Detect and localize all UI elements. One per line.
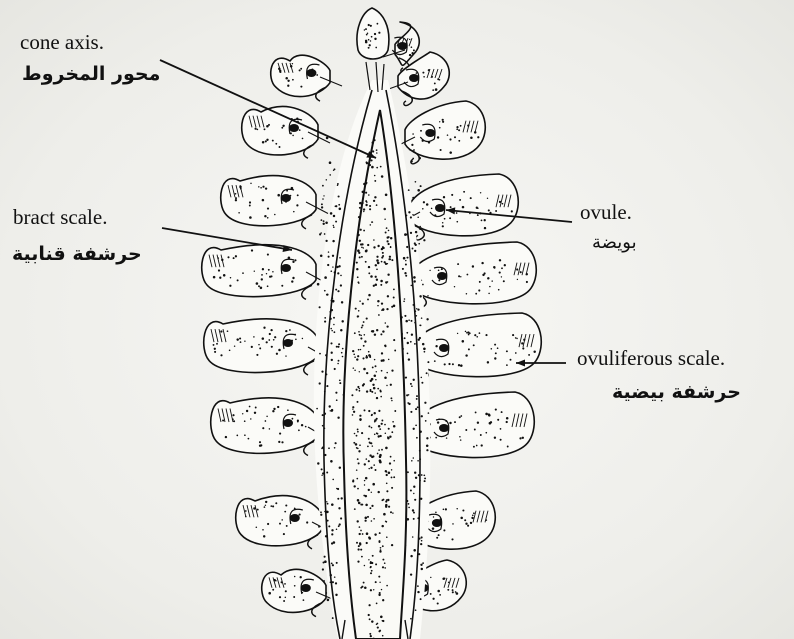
ovuliferous-scale-outline xyxy=(236,496,322,546)
right-scale-3 xyxy=(393,101,485,164)
ovule-label-arabic: بويضة xyxy=(592,232,637,253)
bract-scale-label-arabic: حرشفة قنابية xyxy=(12,243,142,265)
ovuliferous-scale-outline xyxy=(414,313,541,377)
ovuliferous-scale-outline xyxy=(204,319,318,373)
ovuliferous-scale-outline xyxy=(405,101,485,159)
cone-tip xyxy=(357,8,389,92)
apical-scale xyxy=(357,8,389,59)
right-scale-2 xyxy=(386,52,449,106)
right-scale-4 xyxy=(398,174,518,240)
ovule-mark xyxy=(281,264,291,272)
bract-scale-label: bract scale. xyxy=(13,205,107,230)
ovule-mark xyxy=(435,204,445,212)
left-scale-4 xyxy=(202,245,328,300)
ovule-mark xyxy=(432,519,442,527)
ovuliferous-scale-label: ovuliferous scale. xyxy=(577,346,725,371)
left-scale-3 xyxy=(221,176,328,229)
ovule-label: ovule. xyxy=(580,200,632,225)
ovule-mark xyxy=(306,69,316,77)
ovuliferous-scale-outline xyxy=(271,55,330,96)
left-scale-6 xyxy=(211,398,330,456)
left-scale-5 xyxy=(204,319,330,375)
ovule-mark xyxy=(289,124,299,132)
ovule-mark xyxy=(301,584,311,592)
ovule-mark xyxy=(409,74,419,82)
left-scale-1 xyxy=(271,55,342,101)
ovuliferous-scale-outline xyxy=(412,242,536,304)
cone-axis-label-arabic: محور المخروط xyxy=(22,63,160,85)
ovule-mark xyxy=(281,194,291,202)
ovule-mark xyxy=(425,129,435,137)
ovule-mark xyxy=(439,424,449,432)
cone-axis-label: cone axis. xyxy=(20,30,104,55)
bract-scale-leader xyxy=(162,228,292,250)
ovule-mark xyxy=(437,272,447,280)
ovule-mark xyxy=(439,344,449,352)
ovule-mark xyxy=(283,419,293,427)
ovule-mark xyxy=(397,42,407,50)
ovule-mark xyxy=(283,339,293,347)
left-scale-2 xyxy=(242,107,330,159)
ovuliferous-scale-label-arabic: حرشفة بيضية xyxy=(612,381,741,403)
ovule-mark xyxy=(290,514,300,522)
